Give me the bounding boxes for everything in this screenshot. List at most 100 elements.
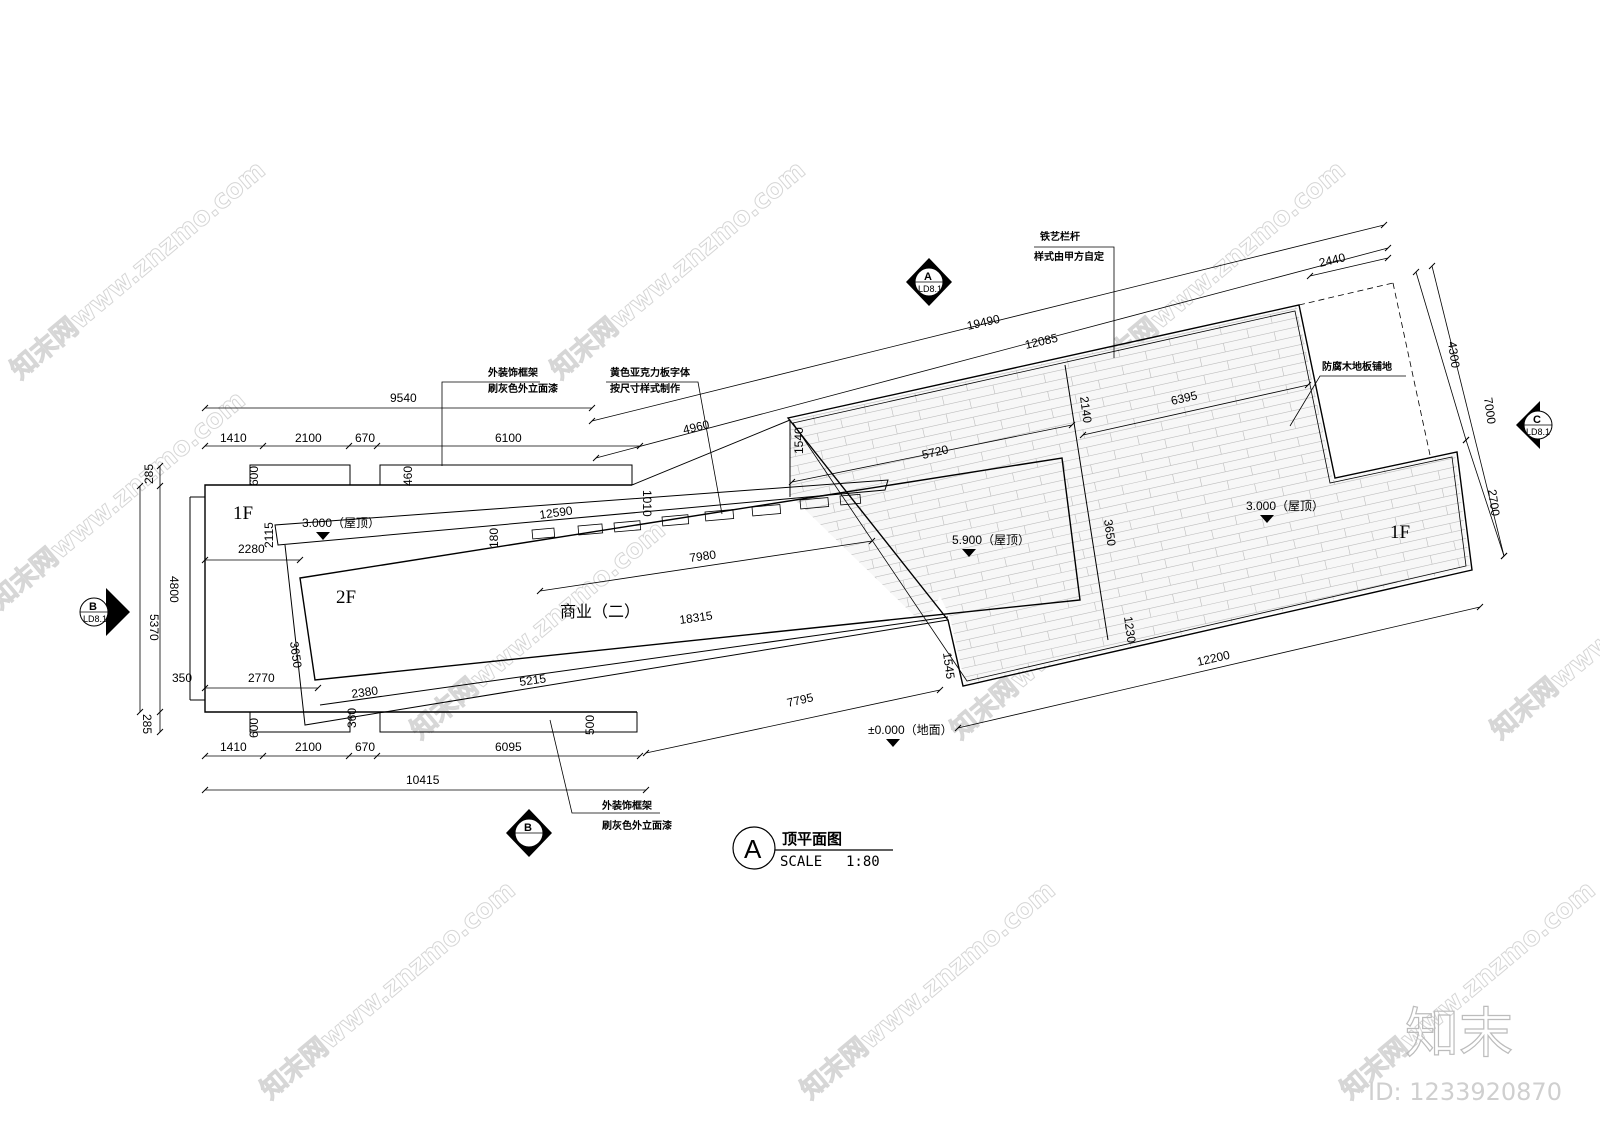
- dimension-tick: [136, 708, 144, 716]
- section-tag-b-left: B LD8.1: [79, 588, 130, 636]
- level-roof-left: 3.000（屋顶）: [302, 516, 380, 530]
- level-triangle-icon: [1260, 515, 1274, 523]
- note-frame-bottom-2: 刷灰色外立面漆: [602, 819, 672, 832]
- dimension-line: [1082, 384, 1309, 436]
- dimension-line: [645, 689, 941, 754]
- section-tag-a: A LD8.1: [906, 258, 952, 306]
- dimension-tick: [788, 478, 796, 486]
- room-name: 商业（二）: [560, 603, 640, 621]
- dimension-tick: [345, 442, 353, 450]
- dimension-tick: [588, 417, 596, 425]
- dimension-tick: [156, 708, 164, 716]
- dim-9540: 9540: [390, 391, 417, 405]
- dimension-line: [539, 540, 873, 592]
- dimension-lines: [136, 221, 1508, 794]
- dimension-tick: [1428, 262, 1436, 270]
- dim-2770: 2770: [248, 671, 275, 685]
- dimension-tick: [259, 752, 267, 760]
- dimension-labels: 9540 1410 2100 670 6100 600 460 1010 125…: [140, 250, 1503, 787]
- dim-7000: 7000: [1481, 396, 1499, 425]
- dimension-tick: [201, 556, 209, 564]
- dim-19490: 19490: [966, 312, 1002, 333]
- dimension-tick: [201, 442, 209, 450]
- title-letter: A: [744, 834, 762, 864]
- elevation-markers: 3.000（屋顶） 5.900（屋顶） 3.000（屋顶） ±0.000（地面）: [302, 499, 1324, 747]
- dim-500: 500: [583, 715, 597, 735]
- note-railing-2: 样式由甲方自定: [1034, 250, 1104, 263]
- dimension-tick: [136, 482, 144, 490]
- watermark-text: 知末网www.znzmo.com: [795, 875, 1061, 1105]
- dimension-line: [957, 606, 1481, 729]
- watermark-text: 知末网www.znzmo.com: [405, 515, 671, 745]
- dim-1545: 1545: [940, 651, 958, 680]
- dimension-tick: [259, 442, 267, 450]
- dimension-tick: [954, 724, 962, 732]
- note-frame-top-1: 外装饰框架: [487, 366, 538, 379]
- dim-6395: 6395: [1170, 388, 1199, 408]
- dim-460: 460: [401, 466, 415, 486]
- note-acrylic-1: 黄色亚克力板字体: [610, 366, 691, 379]
- floor-labels: 1F 1F 2F 商业（二）: [233, 503, 1410, 621]
- dim-2100-top: 2100: [295, 431, 322, 445]
- dimension-tick: [1068, 421, 1076, 429]
- dimension-tick: [536, 587, 544, 595]
- drawing-title: 顶平面图: [782, 831, 842, 848]
- dimension-tick: [296, 556, 304, 564]
- level-triangle-icon: [962, 549, 976, 557]
- dimension-tick: [156, 462, 164, 470]
- note-frame-bottom-1: 外装饰框架: [601, 799, 652, 812]
- dim-670-top: 670: [355, 431, 375, 445]
- dim-3650-right: 3650: [1101, 518, 1119, 547]
- dimension-tick: [1304, 381, 1312, 389]
- dimension-tick: [345, 752, 353, 760]
- dimension-line: [595, 247, 1389, 459]
- tag-sheet: LD8.1: [1526, 427, 1550, 437]
- watermark-text: 知末网www.znzmo.com: [5, 155, 271, 385]
- dimension-tick: [156, 728, 164, 736]
- note-decking: 防腐木地板铺地: [1322, 360, 1392, 373]
- dim-2140: 2140: [1077, 395, 1095, 424]
- dimension-tick: [373, 752, 381, 760]
- note-acrylic-2: 按尺寸样式制作: [610, 382, 680, 395]
- dim-5370: 5370: [147, 614, 161, 641]
- dim-3650-left: 3650: [287, 640, 305, 669]
- dimension-tick: [1384, 244, 1392, 252]
- dim-2115: 2115: [262, 522, 276, 548]
- section-tag-b-bottom: B: [506, 809, 552, 857]
- note-frame-top-2: 刷灰色外立面漆: [488, 382, 558, 395]
- dim-4960: 4960: [682, 417, 711, 437]
- floor-1f-right: 1F: [1390, 522, 1410, 543]
- watermark-text: 知末网www.znzmo.com: [0, 385, 251, 615]
- drawing-title-block: A 顶平面图 SCALE 1:80: [732, 826, 893, 870]
- dimension-tick: [642, 786, 650, 794]
- scale-value: 1:80: [846, 854, 880, 870]
- dim-12590: 12590: [538, 503, 573, 522]
- dimension-tick: [1476, 603, 1484, 611]
- dim-18315: 18315: [678, 608, 713, 627]
- dim-2440: 2440: [1318, 250, 1347, 270]
- dim-180: 180: [487, 528, 501, 548]
- dim-1410-top: 1410: [220, 431, 247, 445]
- dimension-line: [1465, 439, 1505, 557]
- dimension-tick: [588, 404, 596, 412]
- dim-1010: 1010: [640, 490, 654, 517]
- dim-285-top: 285: [142, 464, 156, 484]
- level-triangle-icon: [886, 739, 900, 747]
- brand-watermark: 知末: [1405, 1002, 1513, 1065]
- dim-2380: 2380: [350, 683, 379, 701]
- dimension-tick: [314, 684, 322, 692]
- dimension-tick: [1306, 272, 1314, 280]
- level-ground: ±0.000（地面）: [868, 723, 953, 737]
- dim-7980: 7980: [688, 547, 717, 565]
- dim-1230: 1230: [1121, 615, 1139, 644]
- decking-area: [790, 307, 1470, 684]
- dim-1410-bottom: 1410: [220, 740, 247, 754]
- dimension-line: [1309, 257, 1389, 277]
- dim-6100: 6100: [495, 431, 522, 445]
- dim-1540: 1540: [792, 427, 806, 454]
- dimension-tick: [201, 684, 209, 692]
- level-triangle-icon: [316, 532, 330, 540]
- dim-2280: 2280: [238, 542, 265, 556]
- dim-5215: 5215: [518, 671, 547, 689]
- floor-1f-left: 1F: [233, 503, 253, 524]
